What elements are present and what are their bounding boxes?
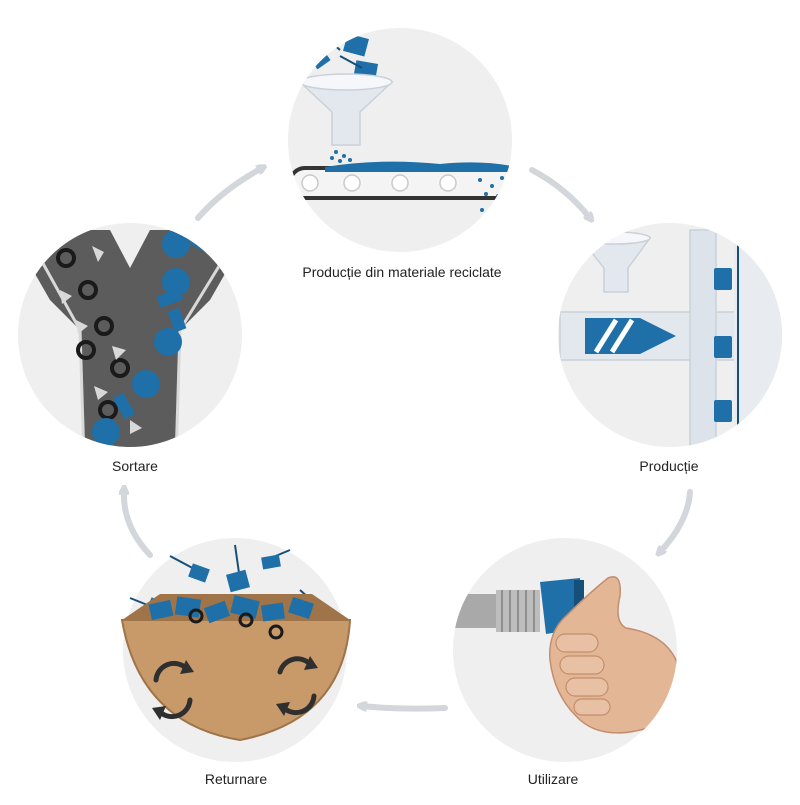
step-label-recycled-production: Producție din materiale reciclate xyxy=(302,264,502,280)
step-label-production: Producție xyxy=(639,458,699,474)
cycle-arrows xyxy=(124,167,693,712)
step-production-illustration xyxy=(558,223,782,447)
step-label-usage: Utilizare xyxy=(527,771,579,787)
step-returning-illustration xyxy=(120,538,352,762)
step-sorting-illustration xyxy=(18,223,242,447)
arrow-production-to-usage xyxy=(660,489,693,552)
step-label-sorting: Sortare xyxy=(112,458,158,474)
step-recycled-production-illustration xyxy=(288,28,512,252)
arrow-returning-to-sorting xyxy=(124,490,153,558)
arrow-recycled-to-production xyxy=(529,167,590,218)
step-usage-illustration xyxy=(453,538,677,762)
step-label-returning: Returnare xyxy=(204,771,268,787)
arrow-usage-to-returning xyxy=(362,706,448,712)
arrow-sorting-to-recycled xyxy=(195,168,262,221)
